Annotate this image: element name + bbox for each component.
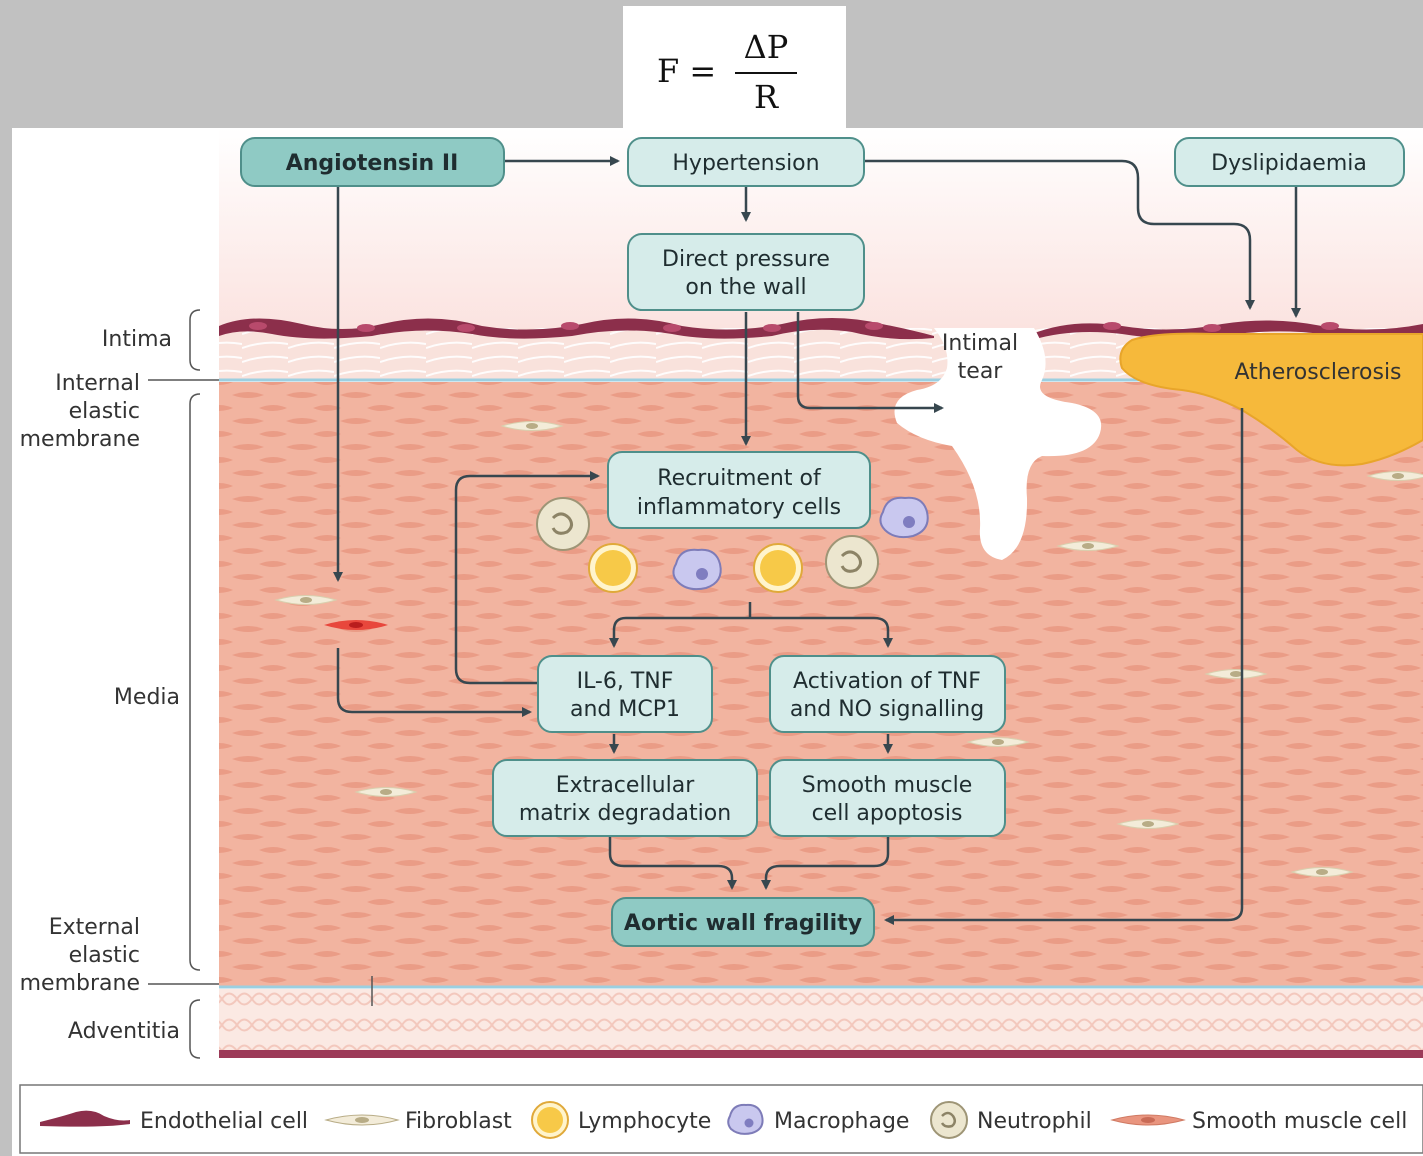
recruitment-line-2: inflammatory cells bbox=[637, 495, 841, 520]
flow-arrows bbox=[333, 156, 1301, 925]
smooth-muscle-cell-icon bbox=[1110, 1114, 1186, 1126]
recruitment-box: Recruitment of inflammatory cells bbox=[607, 451, 871, 529]
activated-smooth-muscle-cell bbox=[324, 620, 388, 630]
smc-apoptosis-line-1: Smooth muscle bbox=[802, 773, 972, 798]
adventitia-layer bbox=[219, 989, 1423, 1051]
lymphocyte-icon bbox=[531, 1101, 569, 1139]
intimal-tear-label-1: Intimal bbox=[942, 331, 1018, 356]
activation-line-2: and NO signalling bbox=[790, 697, 984, 722]
intima-label: Intima bbox=[102, 327, 172, 352]
external-elastic-label-1: External bbox=[49, 915, 140, 940]
intimal-tear-shape bbox=[894, 328, 1102, 560]
internal-elastic-label-3: membrane bbox=[20, 427, 140, 452]
macrophage-icon bbox=[672, 548, 722, 591]
intimal-tear-label-2: tear bbox=[958, 359, 1004, 384]
layer-labels: Intima Internal elastic membrane Media E… bbox=[20, 327, 180, 1044]
neutrophil-icon bbox=[825, 535, 879, 589]
atherosclerosis-label: Atherosclerosis bbox=[1234, 360, 1401, 385]
diagram-panel: Angiotensin II Hypertension Dyslipidaemi… bbox=[12, 128, 1423, 1156]
ecm-degradation-box: Extracellular matrix degradation bbox=[492, 759, 758, 837]
direct-pressure-box: Direct pressure on the wall bbox=[627, 233, 865, 311]
angiotensin-ii-box: Angiotensin II bbox=[240, 137, 505, 187]
legend-label-fibroblast: Fibroblast bbox=[405, 1109, 512, 1134]
ecm-line-1: Extracellular bbox=[556, 773, 695, 798]
legend-label-macrophage: Macrophage bbox=[774, 1109, 909, 1134]
macrophage-icon bbox=[727, 1103, 764, 1135]
direct-pressure-line-1: Direct pressure bbox=[662, 247, 830, 272]
legend-label-neutrophil: Neutrophil bbox=[977, 1109, 1092, 1134]
layer-brackets bbox=[148, 309, 373, 1059]
formula-numerator: ΔP bbox=[743, 28, 789, 66]
external-elastic-label-3: membrane bbox=[20, 971, 140, 996]
il6-line-2: and MCP1 bbox=[570, 697, 680, 722]
fibroblast-cells bbox=[274, 421, 1423, 877]
legend-label-lymphocyte: Lymphocyte bbox=[578, 1109, 711, 1134]
formula-lhs: F = bbox=[657, 52, 717, 90]
lymphocyte-icon bbox=[588, 543, 638, 593]
il6-tnf-mcp1-box: IL-6, TNF and MCP1 bbox=[537, 655, 713, 733]
adventitia-label: Adventitia bbox=[68, 1019, 180, 1044]
aortic-wall-fragility-label: Aortic wall fragility bbox=[624, 911, 862, 936]
formula-fraction-bar bbox=[735, 72, 797, 74]
neutrophil-icon bbox=[536, 497, 590, 551]
activation-tnf-no-box: Activation of TNF and NO signalling bbox=[769, 655, 1006, 733]
il6-line-1: IL-6, TNF bbox=[577, 669, 674, 694]
media-label: Media bbox=[114, 685, 180, 710]
adventitia-outer-border bbox=[219, 1050, 1423, 1058]
angiotensin-ii-label: Angiotensin II bbox=[286, 151, 459, 176]
legend-label-smooth-muscle: Smooth muscle cell bbox=[1192, 1109, 1407, 1134]
internal-elastic-label-2: elastic bbox=[69, 399, 140, 424]
external-elastic-label-2: elastic bbox=[69, 943, 140, 968]
smc-apoptosis-line-2: cell apoptosis bbox=[812, 801, 963, 826]
inflammatory-cell-cluster bbox=[536, 496, 929, 593]
legend-label-endothelial: Endothelial cell bbox=[140, 1109, 308, 1134]
dyslipidaemia-box: Dyslipidaemia bbox=[1174, 137, 1405, 187]
neutrophil-icon bbox=[930, 1101, 968, 1139]
lymphocyte-icon bbox=[753, 543, 803, 593]
atherosclerosis-plaque bbox=[1119, 332, 1423, 467]
endothelial-cell-icon bbox=[40, 1110, 130, 1127]
dyslipidaemia-label: Dyslipidaemia bbox=[1211, 151, 1367, 176]
macrophage-icon bbox=[879, 496, 929, 539]
formula: F = ΔP R bbox=[623, 6, 846, 128]
activation-line-1: Activation of TNF bbox=[793, 669, 981, 694]
ecm-line-2: matrix degradation bbox=[519, 801, 731, 826]
hypertension-box: Hypertension bbox=[627, 137, 865, 187]
hypertension-label: Hypertension bbox=[672, 151, 819, 176]
endothelial-cell-row bbox=[219, 318, 1423, 340]
internal-elastic-label-1: Internal bbox=[55, 371, 140, 396]
legend: Endothelial cell Fibroblast Lymphocyte M… bbox=[19, 1084, 1423, 1154]
direct-pressure-line-2: on the wall bbox=[685, 275, 806, 300]
smc-apoptosis-box: Smooth muscle cell apoptosis bbox=[769, 759, 1006, 837]
fibroblast-icon bbox=[324, 1114, 400, 1126]
formula-denominator: R bbox=[753, 78, 779, 116]
formula-fraction: ΔP R bbox=[735, 28, 797, 116]
aortic-wall-fragility-box: Aortic wall fragility bbox=[611, 897, 875, 947]
recruitment-line-1: Recruitment of bbox=[657, 466, 822, 491]
